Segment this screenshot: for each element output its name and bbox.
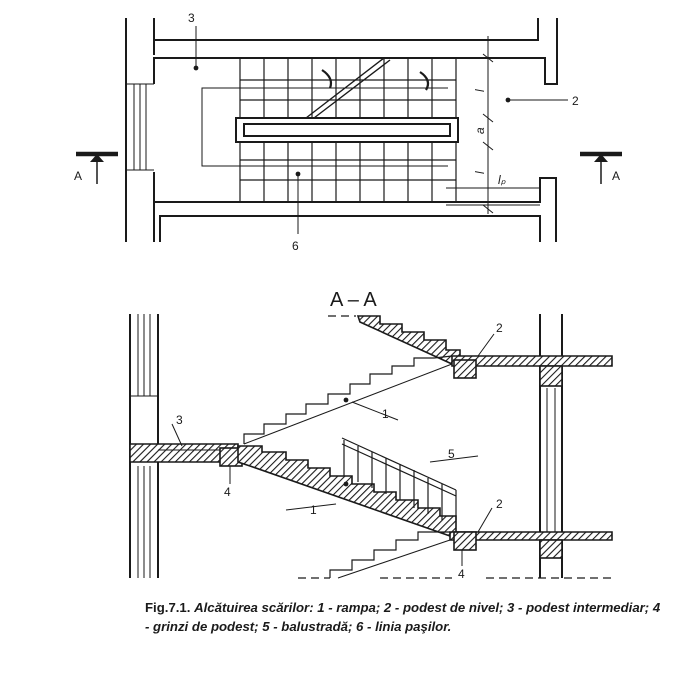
dim-label-a: a bbox=[473, 127, 487, 134]
section-label-5: 5 bbox=[448, 447, 455, 461]
section-leaders bbox=[171, 333, 495, 566]
section-mark-right-label: A bbox=[612, 169, 620, 183]
figure-number: Fig.7.1. bbox=[145, 600, 191, 615]
plan-bottom-wall bbox=[153, 172, 557, 242]
plan-top-wall bbox=[153, 18, 558, 85]
level-landing-top bbox=[451, 355, 613, 367]
lower-flight-slab bbox=[237, 445, 457, 537]
dim-label-l-top: l bbox=[473, 89, 487, 92]
landing-beam-bottom bbox=[453, 531, 477, 551]
level-landing-bottom bbox=[449, 531, 613, 541]
section-label-1-upper: 1 bbox=[382, 407, 389, 421]
section-label-1-lower: 1 bbox=[310, 503, 317, 517]
balustrade bbox=[341, 437, 457, 520]
section-label-4-bottom: 4 bbox=[458, 567, 465, 581]
section-mark-left-label: A bbox=[74, 169, 82, 183]
section-view bbox=[129, 314, 613, 579]
dim-label-lp: lₚ bbox=[498, 173, 507, 187]
section-label-3: 3 bbox=[176, 413, 183, 427]
plan-view bbox=[76, 18, 622, 242]
stair-drawing: 3 2 6 l a l lₚ A A A – A bbox=[74, 11, 622, 581]
direction-arrow-2 bbox=[419, 71, 430, 91]
plan-label-2: 2 bbox=[572, 94, 579, 108]
visible-flight-upper bbox=[243, 355, 453, 444]
plan-stair-well bbox=[235, 117, 459, 143]
section-mark-left bbox=[76, 151, 118, 184]
section-title: A – A bbox=[330, 289, 377, 311]
direction-arrow-1 bbox=[321, 69, 333, 89]
section-label-2-bottom: 2 bbox=[496, 497, 503, 511]
section-label-4-left: 4 bbox=[224, 485, 231, 499]
plan-label-6: 6 bbox=[292, 239, 299, 253]
landing-beam-top bbox=[453, 359, 477, 379]
figure-caption: Fig.7.1. Alcătuirea scărilor: 1 - rampa;… bbox=[145, 598, 665, 636]
visible-flight-lower bbox=[329, 531, 450, 578]
section-mark-right bbox=[580, 151, 622, 184]
dim-label-l-bottom: l bbox=[473, 171, 487, 174]
plan-label-3: 3 bbox=[188, 11, 195, 25]
plan-left-wall bbox=[125, 18, 155, 242]
plan-dimensions bbox=[446, 36, 540, 214]
section-label-2-top: 2 bbox=[496, 321, 503, 335]
figure-caption-text: Alcătuirea scărilor: 1 - rampa; 2 - pode… bbox=[145, 600, 661, 634]
walking-line bbox=[201, 87, 448, 167]
